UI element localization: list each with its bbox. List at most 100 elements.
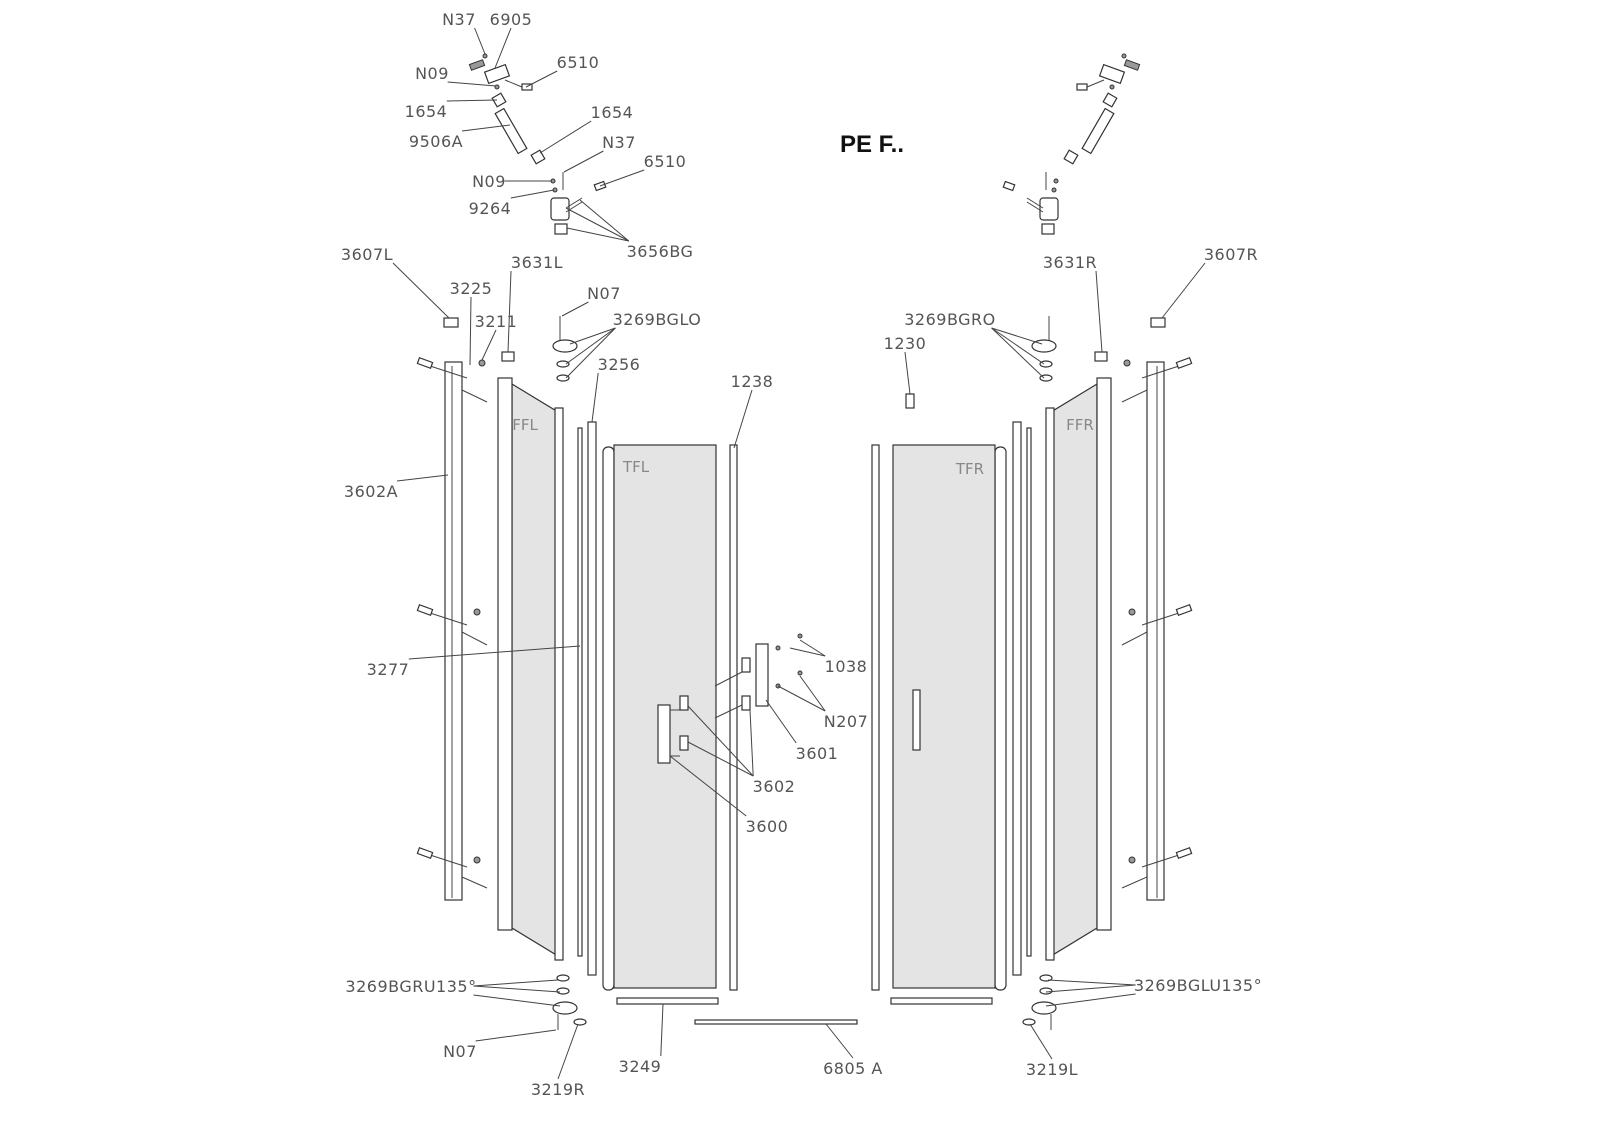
part-label: 3277 bbox=[367, 660, 410, 679]
profile-3256 bbox=[587, 421, 597, 976]
leader-line bbox=[904, 351, 911, 395]
leader-line bbox=[565, 207, 630, 242]
leader-line bbox=[733, 389, 753, 449]
part-label: 1654 bbox=[405, 102, 448, 121]
top-hinge-3269bglo bbox=[552, 316, 578, 382]
leader-line bbox=[991, 327, 1043, 345]
part-label: 3631L bbox=[511, 253, 563, 272]
leader-line bbox=[569, 327, 616, 345]
part-label: N207 bbox=[824, 712, 869, 731]
part-label: 1230 bbox=[884, 334, 927, 353]
leader-line bbox=[599, 169, 645, 187]
leader-line bbox=[461, 124, 511, 132]
part-label: 3607L bbox=[341, 245, 393, 264]
left-side-assembly bbox=[416, 53, 738, 1030]
part-label: 3219L bbox=[1026, 1060, 1078, 1079]
leader-line bbox=[525, 70, 558, 88]
leader-line bbox=[446, 99, 498, 102]
part-label: 1654 bbox=[591, 103, 634, 122]
leader-line bbox=[991, 327, 1045, 365]
part-label: 3225 bbox=[450, 279, 493, 298]
part-label: 3249 bbox=[619, 1057, 662, 1076]
part-label: 3256 bbox=[598, 355, 641, 374]
leader-line bbox=[1045, 993, 1136, 1007]
leader-line bbox=[566, 227, 629, 242]
leader-line bbox=[474, 27, 486, 55]
part-label: 1038 bbox=[825, 657, 868, 676]
part-label: 3602A bbox=[344, 482, 398, 501]
bottom-hinge-3269bgru bbox=[552, 974, 587, 1030]
part-label: 3631R bbox=[1043, 253, 1097, 272]
part-label: 3269BGLO bbox=[613, 310, 702, 329]
leader-line bbox=[789, 647, 826, 657]
leader-line bbox=[777, 685, 826, 712]
leader-line bbox=[473, 994, 561, 1007]
panel-label-tfl: TFL bbox=[622, 458, 650, 476]
wall-profile-3602a bbox=[416, 357, 488, 901]
leader-line bbox=[1047, 979, 1136, 986]
leader-line bbox=[579, 199, 630, 242]
part-label: 9264 bbox=[469, 199, 512, 218]
leader-line bbox=[1161, 262, 1206, 319]
part-label: N07 bbox=[443, 1042, 477, 1061]
clip-3631l bbox=[501, 351, 515, 362]
leader-line bbox=[687, 705, 754, 777]
leader-lines bbox=[392, 27, 1206, 1080]
part-label: 3211 bbox=[475, 312, 518, 331]
diagram-title: PE F.. bbox=[840, 131, 904, 158]
leader-line bbox=[991, 327, 1045, 379]
leader-line bbox=[507, 270, 512, 353]
leader-line bbox=[494, 27, 512, 69]
part-label: 3656BG bbox=[627, 242, 694, 261]
leader-line bbox=[1029, 1023, 1053, 1060]
leader-line bbox=[408, 645, 581, 660]
sill-6805a bbox=[694, 1019, 858, 1025]
right-side-assembly bbox=[871, 53, 1193, 1031]
leader-line bbox=[561, 301, 589, 317]
leader-line bbox=[660, 1003, 664, 1057]
leader-line bbox=[765, 699, 797, 744]
part-label: N37 bbox=[602, 133, 636, 152]
part-label: 3602 bbox=[753, 777, 796, 796]
leader-line bbox=[475, 1029, 557, 1042]
leader-line bbox=[563, 150, 604, 173]
part-label: 1238 bbox=[731, 372, 774, 391]
leader-line bbox=[510, 189, 555, 199]
part-label: 3607R bbox=[1204, 245, 1258, 264]
part-label: 3269BGRO bbox=[904, 310, 996, 329]
part-label: 9506A bbox=[409, 132, 463, 151]
leader-line bbox=[392, 262, 450, 319]
part-label: 3269BGLU135° bbox=[1134, 976, 1262, 995]
leader-line bbox=[825, 1023, 854, 1059]
panel-label-ffr: FFR bbox=[1066, 416, 1094, 434]
seal-1238 bbox=[729, 444, 738, 991]
leader-line bbox=[669, 755, 747, 817]
part-label: N37 bbox=[442, 10, 476, 29]
leader-line bbox=[749, 709, 754, 777]
part-label: 3601 bbox=[796, 744, 839, 763]
leader-line bbox=[473, 985, 561, 993]
part-label: 6510 bbox=[644, 152, 687, 171]
seal-3277 bbox=[577, 427, 583, 957]
leader-line bbox=[473, 979, 559, 987]
leader-line bbox=[799, 639, 826, 657]
leader-line bbox=[481, 329, 497, 361]
part-label: 6805 A bbox=[823, 1059, 883, 1078]
leader-line bbox=[1095, 270, 1103, 353]
part-1230 bbox=[905, 393, 915, 409]
corner-cap-3607l bbox=[443, 317, 459, 328]
leader-line bbox=[565, 327, 616, 365]
part-label: N09 bbox=[415, 64, 449, 83]
fixed-panel-ffl bbox=[497, 377, 564, 961]
handle-assembly-3600 bbox=[657, 633, 803, 764]
seal-3249 bbox=[616, 997, 719, 1005]
part-label: 3219R bbox=[531, 1080, 585, 1099]
part-label: 3600 bbox=[746, 817, 789, 836]
part-label: 6905 bbox=[490, 10, 533, 29]
part-label: N07 bbox=[587, 284, 621, 303]
part-label: 3269BGRU135° bbox=[345, 977, 476, 996]
